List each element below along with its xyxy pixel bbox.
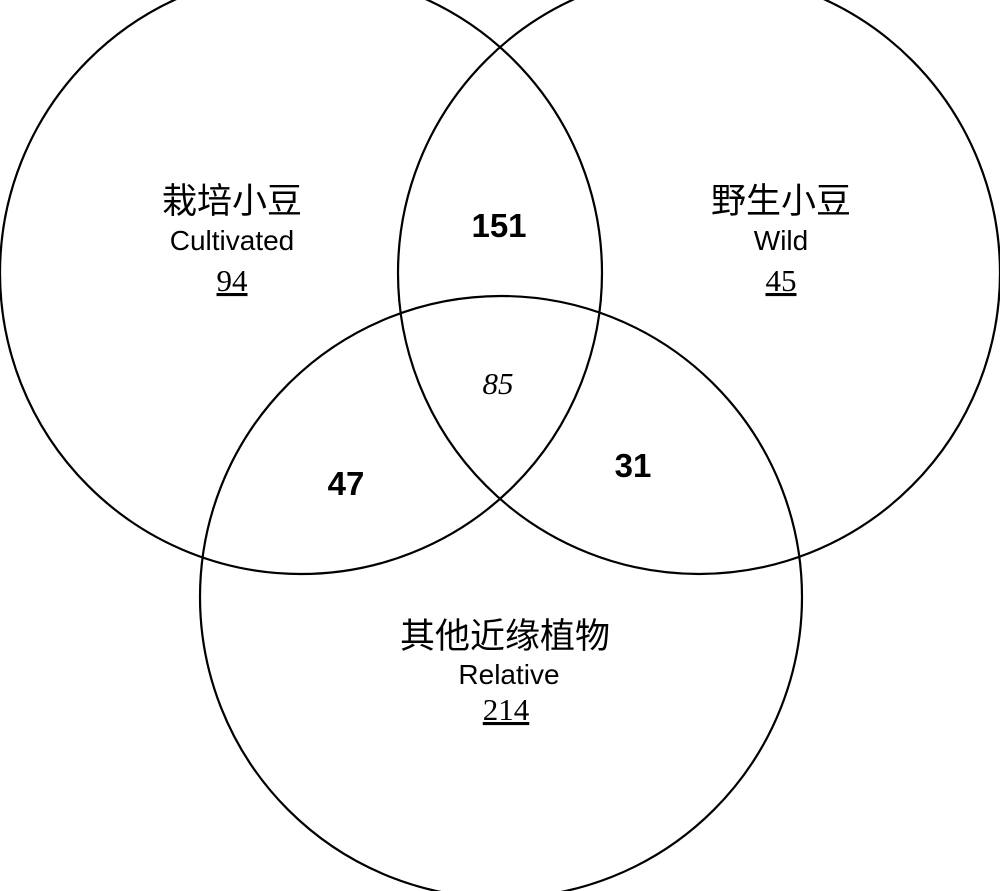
cultivated-name-cn: 栽培小豆 xyxy=(162,182,302,222)
relative-name-cn: 其他近缘植物 xyxy=(400,617,610,657)
cultivated-circle xyxy=(0,0,604,576)
wild-unique-count: 45 xyxy=(766,263,797,298)
all-three-overlap-count: 85 xyxy=(483,366,514,401)
relative-circle xyxy=(198,294,804,891)
cultivated-wild-overlap-count: 151 xyxy=(471,207,526,244)
relative-unique-count: 214 xyxy=(483,692,530,727)
cultivated-unique-count: 94 xyxy=(217,263,249,298)
cultivated-relative-overlap-count: 47 xyxy=(328,465,365,502)
wild-name-en: Wild xyxy=(754,225,808,256)
wild-relative-overlap-count: 31 xyxy=(615,447,652,484)
cultivated-name-en: Cultivated xyxy=(170,225,295,256)
wild-circle xyxy=(396,0,1000,576)
relative-name-en: Relative xyxy=(458,659,559,690)
wild-name-cn: 野生小豆 xyxy=(711,182,851,222)
